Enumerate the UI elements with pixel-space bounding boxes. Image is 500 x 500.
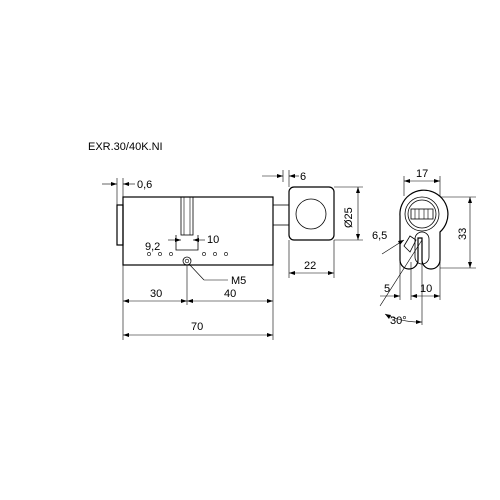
dim-profile-width: 17 xyxy=(403,168,441,196)
dim-angle: 30° xyxy=(379,239,423,327)
screw-label: M5 xyxy=(231,275,246,287)
dim-offset-front-label: 0,6 xyxy=(137,179,152,191)
dim-cam-radius-label: 6,5 xyxy=(372,230,387,242)
dim-profile-height-label: 33 xyxy=(457,228,469,240)
dim-right-length-label: 40 xyxy=(224,288,236,300)
thumb-turn-knob xyxy=(288,186,335,241)
dim-angle-label: 30° xyxy=(390,315,407,327)
side-view xyxy=(116,186,335,266)
dim-bottom-right-label: 10 xyxy=(420,283,432,295)
dim-knob-depth-label: 22 xyxy=(304,260,316,272)
dim-knob-width: 6 xyxy=(262,170,306,187)
dim-knob-diameter-label: Ø25 xyxy=(343,207,355,228)
dim-cam-offset-label: 9,2 xyxy=(145,241,160,253)
dim-left-length-label: 30 xyxy=(150,288,162,300)
dim-lengths: 30 40 xyxy=(122,265,274,340)
dim-knob-depth: 22 xyxy=(288,240,335,278)
dim-offset-front: 0,6 xyxy=(102,178,152,205)
dim-bottom-left-label: 5 xyxy=(384,283,390,295)
screw-leader: M5 xyxy=(188,263,246,287)
dim-cam-radius: 6,5 xyxy=(372,230,405,255)
dim-total: 70 xyxy=(123,321,273,337)
dim-total-label: 70 xyxy=(191,321,203,333)
screw-hole xyxy=(182,256,192,266)
pin-holes xyxy=(147,252,228,256)
dim-profile-width-label: 17 xyxy=(416,168,428,180)
dim-cam-width-label: 10 xyxy=(207,234,219,246)
dim-knob-diameter: Ø25 xyxy=(334,186,363,241)
dim-profile-bottom: 5 10 xyxy=(380,262,441,300)
dim-knob-width-label: 6 xyxy=(300,171,306,183)
profile-view xyxy=(399,189,449,270)
dim-profile-height: 33 xyxy=(440,196,476,269)
drawing-title: EXR.30/40K.NI xyxy=(88,141,163,153)
dim-cam: 9,2 10 xyxy=(145,234,219,253)
